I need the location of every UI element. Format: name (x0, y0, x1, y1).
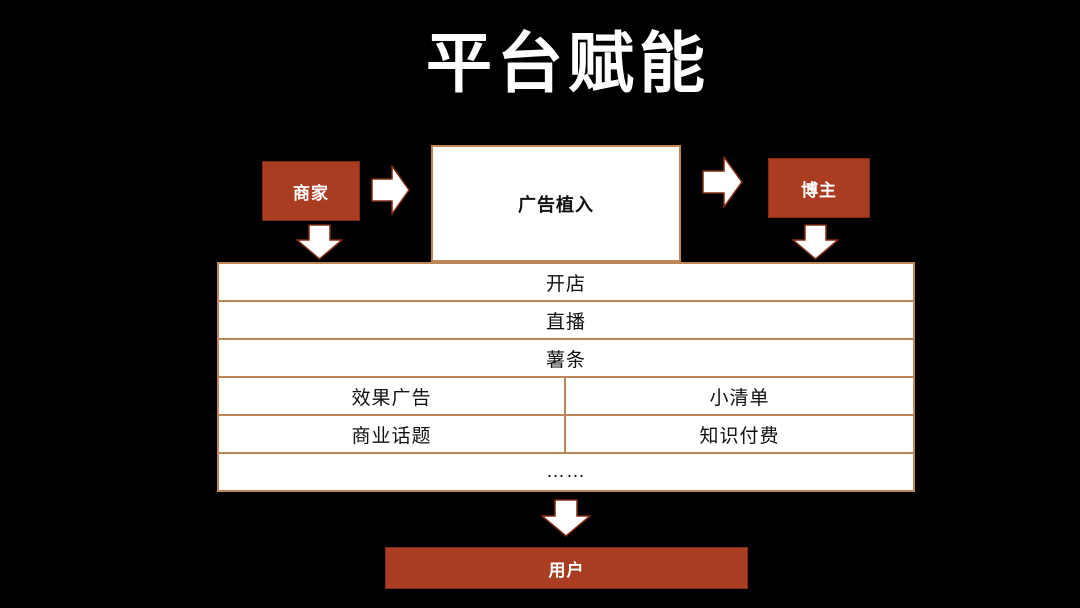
arrow-right-icon (371, 165, 411, 215)
blogger-label: 博主 (801, 180, 837, 200)
table-cell: …… (546, 461, 586, 482)
ad-placement-box: 广告植入 (431, 145, 681, 262)
slide-title: 平台赋能 (426, 26, 710, 100)
user-label: 用户 (548, 560, 585, 580)
arrow-right-icon (702, 156, 744, 208)
table-cell: 小清单 (564, 378, 913, 414)
table-row: 开店 (219, 264, 913, 300)
merchant-label: 商家 (293, 183, 329, 203)
table-row: 直播 (219, 300, 913, 338)
table-row: …… (219, 452, 913, 490)
table-cell: 效果广告 (351, 387, 432, 409)
table-cell: 开店 (545, 273, 586, 295)
arrow-down-icon (541, 499, 591, 537)
ad-placement-label: 广告植入 (518, 194, 594, 215)
table-cell: 商业话题 (351, 425, 432, 447)
blogger-box: 博主 (768, 158, 870, 218)
services-table: 开店 直播 薯条 效果广告 小清单 商业话题 知识付费 …… (217, 262, 915, 492)
table-cell: 知识付费 (564, 416, 913, 452)
merchant-box: 商家 (262, 161, 360, 221)
user-box: 用户 (385, 547, 748, 589)
table-row: 商业话题 知识付费 (219, 414, 913, 452)
arrow-down-icon (792, 224, 839, 260)
table-row: 效果广告 小清单 (219, 376, 913, 414)
arrow-down-icon (296, 224, 343, 260)
table-cell: 直播 (545, 311, 586, 333)
table-row: 薯条 (219, 338, 913, 376)
table-cell: 薯条 (545, 349, 586, 371)
